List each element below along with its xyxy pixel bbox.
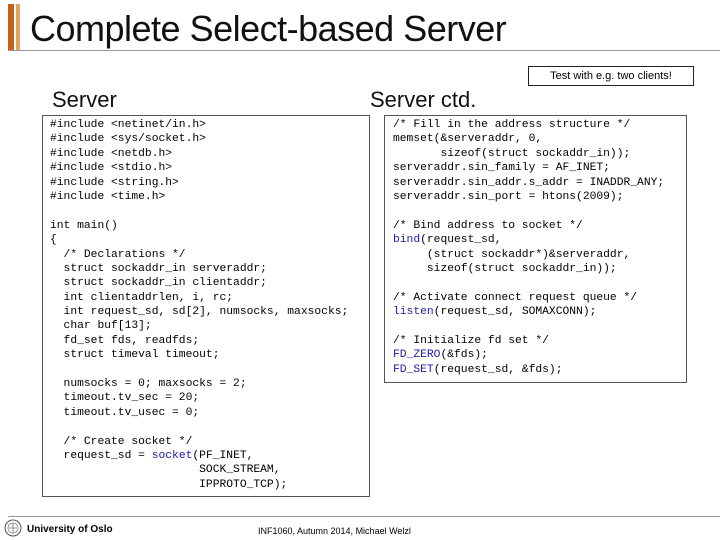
code-line: FD_SET(request_sd, &fds);	[393, 363, 563, 376]
code-line: /* Initialize fd set */	[393, 334, 549, 347]
code-line: #include <stdio.h>	[50, 162, 173, 175]
code-line: serveraddr.sin_family = AF_INET;	[393, 162, 610, 175]
footer-divider	[8, 516, 720, 517]
code-line: FD_ZERO(&fds);	[393, 349, 488, 362]
code-line: IPPROTO_TCP);	[50, 478, 288, 491]
right-code-listing: /* Fill in the address structure */ memse…	[393, 118, 664, 377]
code-line: #include <sys/socket.h>	[50, 133, 206, 146]
code-line: {	[50, 234, 57, 247]
code-line: int request_sd, sd[2], numsocks, maxsock…	[50, 306, 349, 319]
code-line: SOCK_STREAM,	[50, 464, 281, 477]
code-line: fd_set fds, readfds;	[50, 334, 200, 347]
code-line: numsocks = 0; maxsocks = 2;	[50, 378, 247, 391]
title-divider	[8, 50, 720, 51]
code-line: (struct sockaddr*)&serveraddr,	[393, 248, 631, 261]
code-line: #include <time.h>	[50, 190, 166, 203]
code-line	[393, 319, 664, 333]
code-line: int clientaddrlen, i, rc;	[50, 291, 234, 304]
title-accent-bar-secondary	[16, 4, 20, 50]
code-line: /* Declarations */	[50, 248, 186, 261]
code-line	[50, 420, 348, 434]
callout-note: Test with e.g. two clients!	[528, 66, 694, 86]
code-line: struct sockaddr_in serveraddr;	[50, 262, 267, 275]
code-line: sizeof(struct sockaddr_in));	[393, 147, 631, 160]
code-line	[50, 204, 348, 218]
code-line: request_sd = socket(PF_INET,	[50, 449, 254, 462]
code-line	[50, 363, 348, 377]
code-line: timeout.tv_sec = 20;	[50, 392, 200, 405]
code-line: serveraddr.sin_port = htons(2009);	[393, 190, 624, 203]
left-column-heading: Server	[52, 87, 117, 112]
code-line: struct sockaddr_in clientaddr;	[50, 277, 267, 290]
code-line: memset(&serveraddr, 0,	[393, 133, 543, 146]
code-line: serveraddr.sin_addr.s_addr = INADDR_ANY;	[393, 176, 665, 189]
code-line	[393, 204, 664, 218]
code-line: int main()	[50, 219, 118, 232]
left-code-box	[42, 115, 370, 497]
code-line: #include <netinet/in.h>	[50, 119, 206, 131]
code-line: /* Fill in the address structure */	[393, 119, 631, 131]
code-line: #include <string.h>	[50, 176, 179, 189]
code-line: listen(request_sd, SOMAXCONN);	[393, 306, 597, 319]
code-line: struct timeval timeout;	[50, 349, 220, 362]
university-seal-icon	[4, 519, 22, 537]
left-code-listing: #include <netinet/in.h> #include <sys/soc…	[50, 118, 348, 492]
code-line: sizeof(struct sockaddr_in));	[393, 262, 617, 275]
code-line: /* Create socket */	[50, 435, 193, 448]
code-line: char buf[13];	[50, 320, 152, 333]
code-line: bind(request_sd,	[393, 234, 502, 247]
title-accent-bar	[8, 4, 14, 50]
code-line: #include <netdb.h>	[50, 147, 173, 160]
right-code-box	[384, 115, 687, 383]
right-column-heading: Server ctd.	[370, 87, 477, 112]
slide-title: Complete Select-based Server	[30, 8, 507, 49]
code-line: timeout.tv_usec = 0;	[50, 406, 200, 419]
code-line: /* Bind address to socket */	[393, 219, 583, 232]
code-line	[393, 276, 664, 290]
footer-course-info: INF1060, Autumn 2014, Michael Welzl	[258, 526, 411, 536]
code-line: /* Activate connect request queue */	[393, 291, 638, 304]
university-name: University of Oslo	[27, 524, 113, 535]
